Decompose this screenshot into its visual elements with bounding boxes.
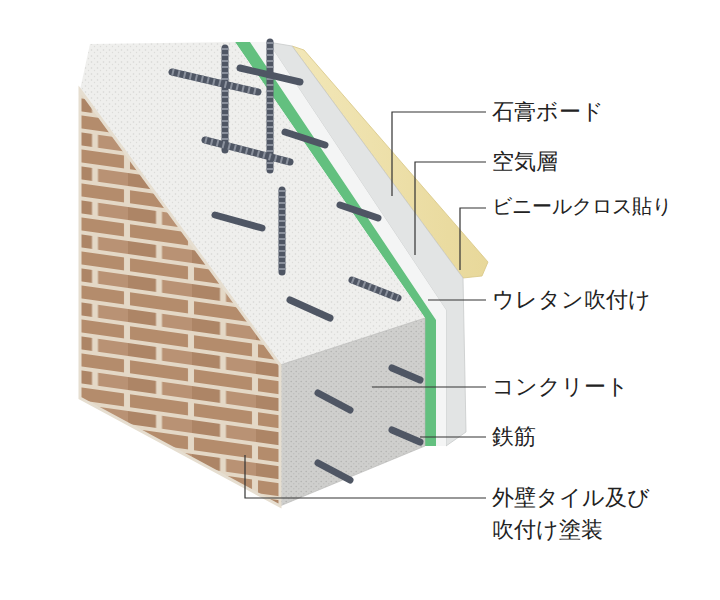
board-label: 石膏ボード xyxy=(492,96,712,128)
cloth-label: ビニールクロス貼り xyxy=(492,192,717,221)
rebar-label: 鉄筋 xyxy=(492,421,712,453)
exterior-label: 外壁タイル及び 吹付け塗装 xyxy=(492,482,657,546)
air-layer-label: 空気層 xyxy=(492,146,712,178)
concrete-label: コンクリート xyxy=(492,371,712,403)
urethane-label: ウレタン吹付け xyxy=(492,284,712,316)
